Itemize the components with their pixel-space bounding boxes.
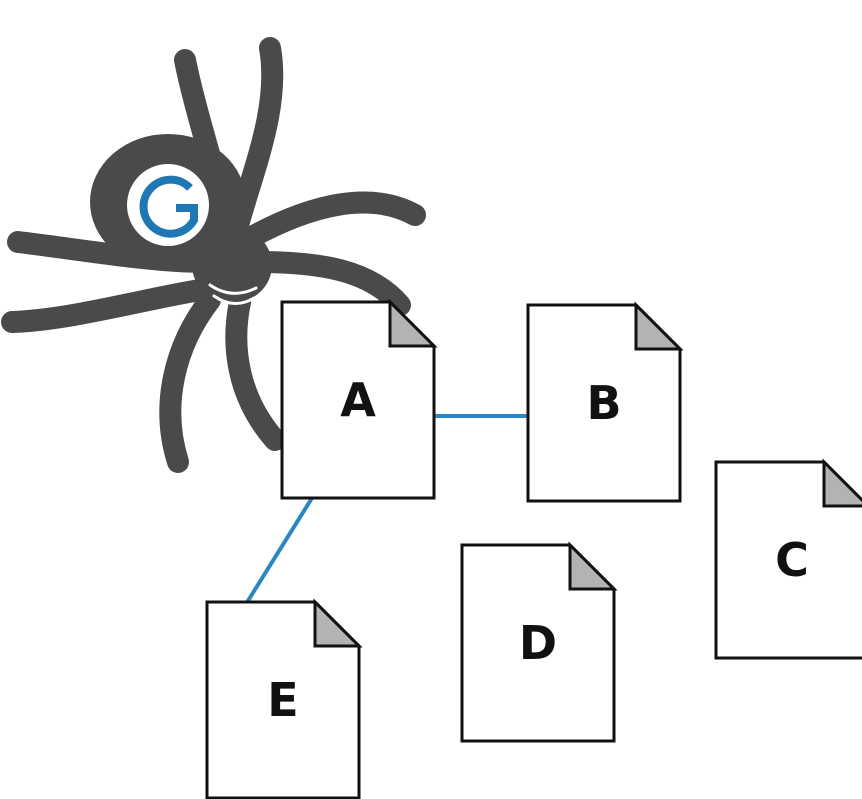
google-g-logo-icon (127, 164, 209, 246)
spider-head-ridge (212, 294, 256, 305)
page-corner-fold (634, 301, 684, 351)
pages: A B C D E (205, 298, 862, 799)
page-corner-fold (388, 298, 438, 348)
spider-thorax (192, 227, 272, 303)
link-a-e (244, 496, 314, 606)
document-page-icon (714, 460, 862, 660)
document-page-icon (460, 543, 616, 743)
page-corner-fold (822, 458, 862, 508)
spider-leg (239, 191, 426, 249)
page-e: E (205, 598, 363, 799)
page-label: D (519, 616, 557, 670)
page-label: A (340, 373, 376, 427)
spider-icon (1, 37, 426, 473)
spider-leg (247, 251, 411, 316)
link-lines (244, 414, 528, 606)
spider-head-ridge (208, 283, 258, 295)
page-corner-fold (568, 541, 618, 591)
page-c: C (714, 458, 862, 660)
page-d: D (460, 541, 618, 743)
page-b: B (526, 301, 684, 503)
page-label: B (586, 376, 621, 430)
page-label: E (267, 673, 298, 727)
page-corner-fold (313, 598, 363, 648)
page-label: C (775, 533, 809, 587)
spider-leg (1, 279, 211, 333)
spider-leg (159, 289, 221, 473)
document-page-icon (280, 300, 436, 500)
spider-leg (225, 291, 286, 451)
document-page-icon (205, 600, 361, 799)
page-a: A (280, 298, 438, 500)
document-page-icon (526, 303, 682, 503)
